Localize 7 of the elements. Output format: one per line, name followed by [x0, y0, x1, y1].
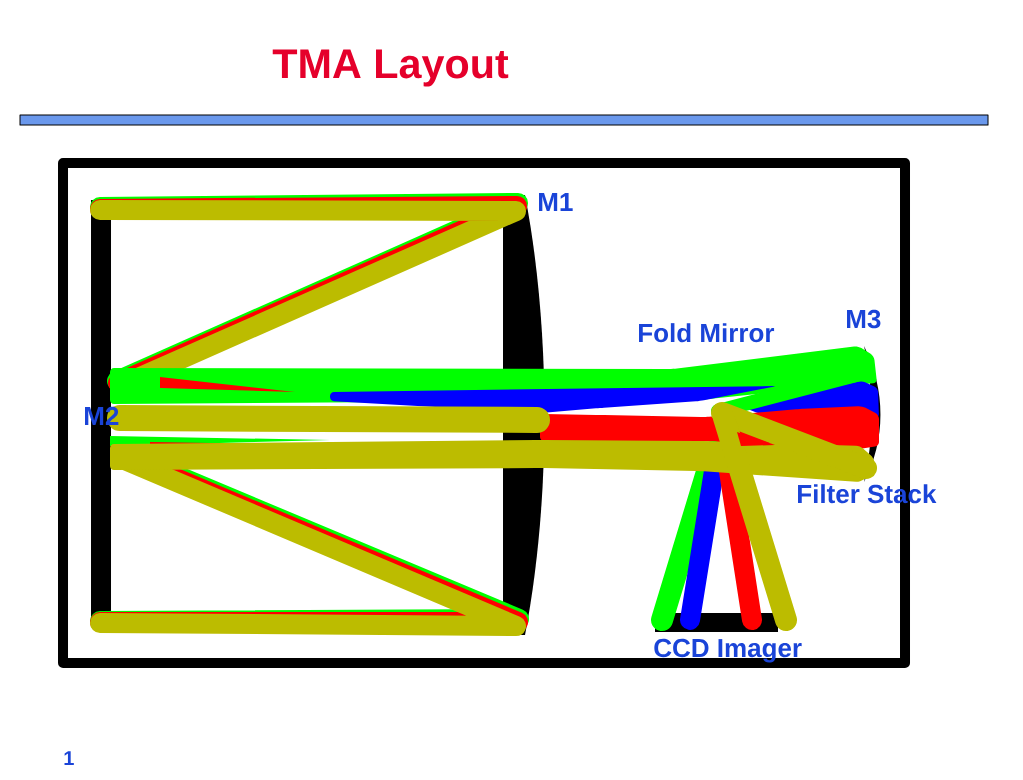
part-label: M2 — [85, 406, 119, 425]
part-label: Fold Mirror — [639, 323, 775, 343]
part-label: M3 — [847, 309, 881, 329]
part-label: CCD Imager — [654, 638, 802, 663]
title: TMA Layout — [272, 49, 509, 87]
part-label: M1 — [539, 193, 573, 211]
page-number: 1 — [64, 751, 74, 765]
